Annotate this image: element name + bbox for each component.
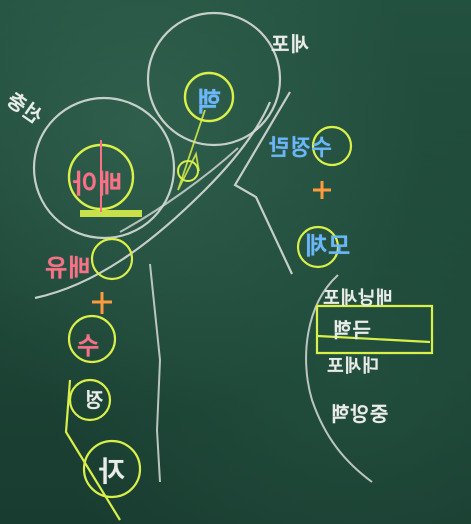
label-top-right: 세포 bbox=[270, 32, 309, 56]
yellow-lines-left-bottom bbox=[64, 379, 121, 521]
label-left-low-1: 수 bbox=[76, 332, 100, 360]
label-upper-circle: 핵 bbox=[196, 88, 221, 118]
label-right-list-4: 중앙핵 bbox=[330, 402, 389, 426]
yellow-lines-center bbox=[177, 109, 206, 191]
label-right-list-3: 대세포 bbox=[326, 356, 379, 377]
label-right-list-1: 배낭세포 bbox=[322, 288, 393, 309]
white-angle bbox=[233, 91, 293, 275]
left-white-circle bbox=[32, 96, 176, 240]
yellow-circle-mid bbox=[90, 237, 134, 281]
label-left-pink-mid: 배유 bbox=[44, 254, 91, 282]
label-blue-mid: 모체 bbox=[304, 232, 351, 260]
yellow-circle-low bbox=[67, 314, 117, 364]
yellow-circle-right-2 bbox=[296, 225, 340, 269]
label-left-low-2: 정 bbox=[84, 388, 104, 412]
label-blue-top: 수정란 bbox=[268, 136, 332, 161]
white-arc-1 bbox=[34, 101, 272, 300]
upper-white-circle bbox=[146, 11, 282, 147]
yellow-highlight-left bbox=[80, 210, 142, 217]
white-left-vertical bbox=[149, 263, 162, 483]
white-arc-2 bbox=[119, 147, 239, 233]
orange-plus-left bbox=[92, 292, 112, 314]
orange-plus-right bbox=[313, 181, 331, 199]
yellow-box-right bbox=[315, 304, 434, 355]
yellow-circle-upper bbox=[183, 71, 235, 123]
label-left-low-3: 자 bbox=[98, 455, 125, 488]
yellow-line-right bbox=[317, 334, 431, 344]
yellow-circle-bottom-1 bbox=[68, 378, 112, 422]
yellow-circle-right-1 bbox=[311, 125, 353, 167]
label-left-pink-top: 배아 bbox=[72, 170, 122, 200]
label-right-list-2: 극핵 bbox=[332, 318, 371, 342]
yellow-circle-bottom-2 bbox=[82, 439, 142, 499]
